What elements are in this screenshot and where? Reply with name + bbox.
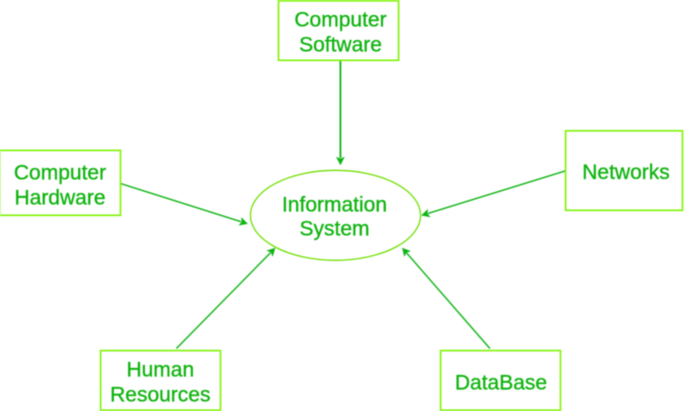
svg-text:Hardware: Hardware bbox=[14, 186, 105, 209]
svg-text:Information: Information bbox=[282, 193, 387, 216]
svg-text:Human: Human bbox=[126, 358, 194, 381]
svg-text:Computer: Computer bbox=[294, 8, 386, 31]
svg-text:Resources: Resources bbox=[110, 383, 210, 406]
svg-text:Computer: Computer bbox=[14, 161, 106, 184]
svg-text:Networks: Networks bbox=[582, 161, 670, 184]
svg-text:Software: Software bbox=[299, 33, 382, 56]
svg-text:DataBase: DataBase bbox=[455, 371, 547, 394]
svg-text:System: System bbox=[299, 218, 369, 241]
